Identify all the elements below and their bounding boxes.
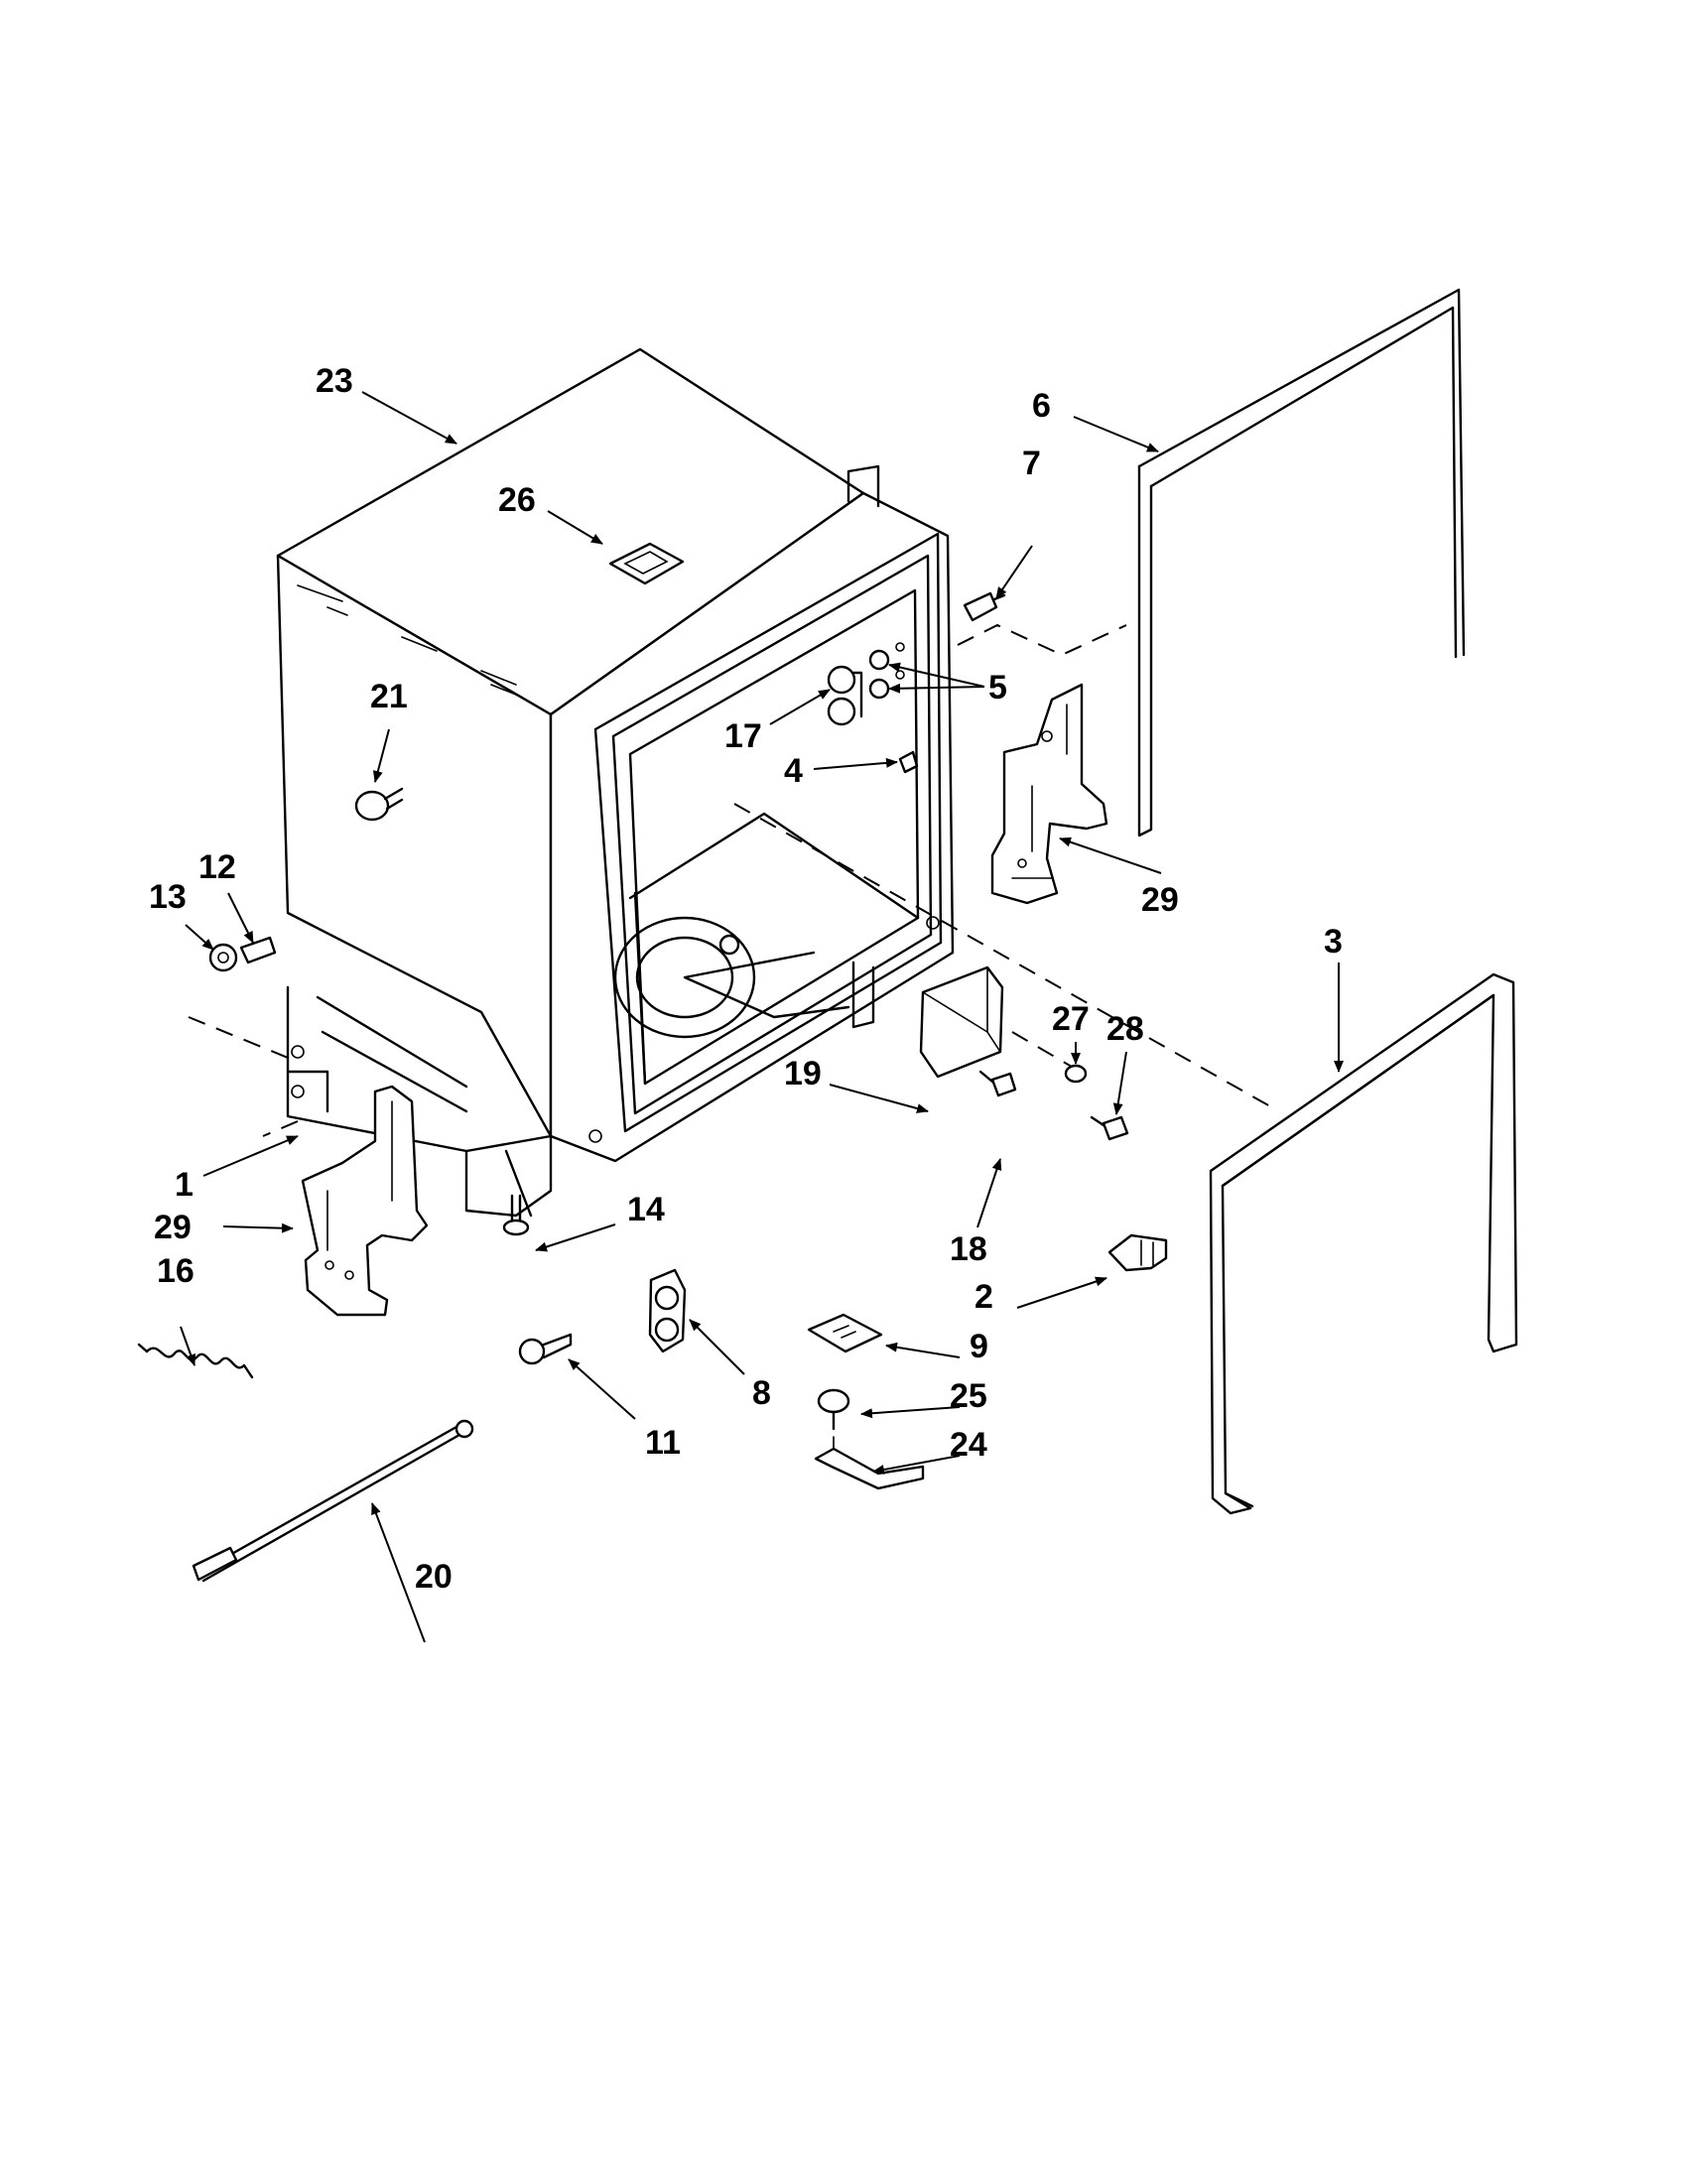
callout-8: 8: [752, 1374, 771, 1412]
part-4-screw: [898, 750, 919, 774]
callout-9: 9: [970, 1328, 988, 1365]
part-26-vent: [608, 542, 685, 585]
part-9-plate: [807, 1313, 883, 1353]
part-20-wire-harness: [192, 1419, 474, 1583]
part-2-clip: [1107, 1233, 1168, 1272]
callout-5: 5: [988, 669, 1007, 707]
callout-1: 1: [175, 1166, 194, 1204]
callout-3: 3: [1324, 923, 1343, 961]
part-5-washers: [868, 642, 905, 700]
callout-12: 12: [198, 848, 236, 886]
callout-7: 7: [1022, 445, 1041, 482]
tub-assembly: [276, 347, 955, 1218]
callout-29-right: 29: [1141, 881, 1179, 919]
part-24-bracket: [814, 1436, 925, 1490]
part-16-spring: [137, 1343, 254, 1379]
part-6-gasket: [1137, 288, 1466, 837]
part-11-screw: [518, 1333, 573, 1365]
callout-29-left: 29: [154, 1209, 192, 1246]
callout-28: 28: [1106, 1010, 1144, 1048]
part-25-sensor: [817, 1388, 850, 1431]
part-14-leveling-leg: [502, 1194, 530, 1236]
callout-11: 11: [645, 1424, 681, 1462]
callout-17: 17: [724, 717, 762, 755]
part-13-washer: [208, 943, 238, 972]
part-3-side-gasket: [1209, 972, 1518, 1515]
part-27-washer: [1064, 1064, 1088, 1084]
leader-lines: [180, 391, 1344, 1643]
callout-labels: 23 26 21 6 7 5 17 4 29 3 27 28 19 18 2 9…: [149, 362, 1343, 1596]
callout-24: 24: [950, 1426, 987, 1464]
part-8-rollers: [648, 1268, 687, 1353]
callout-19: 19: [784, 1055, 822, 1092]
callout-21: 21: [370, 678, 408, 715]
callout-13: 13: [149, 878, 187, 916]
callout-2: 2: [974, 1278, 993, 1316]
callout-6: 6: [1032, 387, 1051, 425]
alignment-lines: [188, 623, 1271, 1137]
part-18-screw: [978, 1070, 1017, 1097]
part-12-screw: [239, 936, 277, 964]
part-19-bracket: [919, 965, 1004, 1079]
callout-27: 27: [1052, 1000, 1090, 1038]
callout-25: 25: [950, 1377, 987, 1415]
part-17-roller: [827, 665, 863, 726]
part-7-screw: [963, 591, 1006, 622]
callout-23: 23: [316, 362, 353, 400]
part-1-29-left-bracket: [301, 1085, 429, 1317]
part-28-screw: [1090, 1115, 1129, 1141]
part-29-right-bracket: [990, 683, 1108, 905]
callout-14: 14: [627, 1191, 665, 1228]
callout-20: 20: [415, 1558, 453, 1596]
part-21-plug: [354, 787, 404, 822]
callout-16: 16: [157, 1252, 195, 1290]
callout-26: 26: [498, 481, 536, 519]
callout-18: 18: [950, 1230, 987, 1268]
callout-4: 4: [784, 752, 803, 790]
